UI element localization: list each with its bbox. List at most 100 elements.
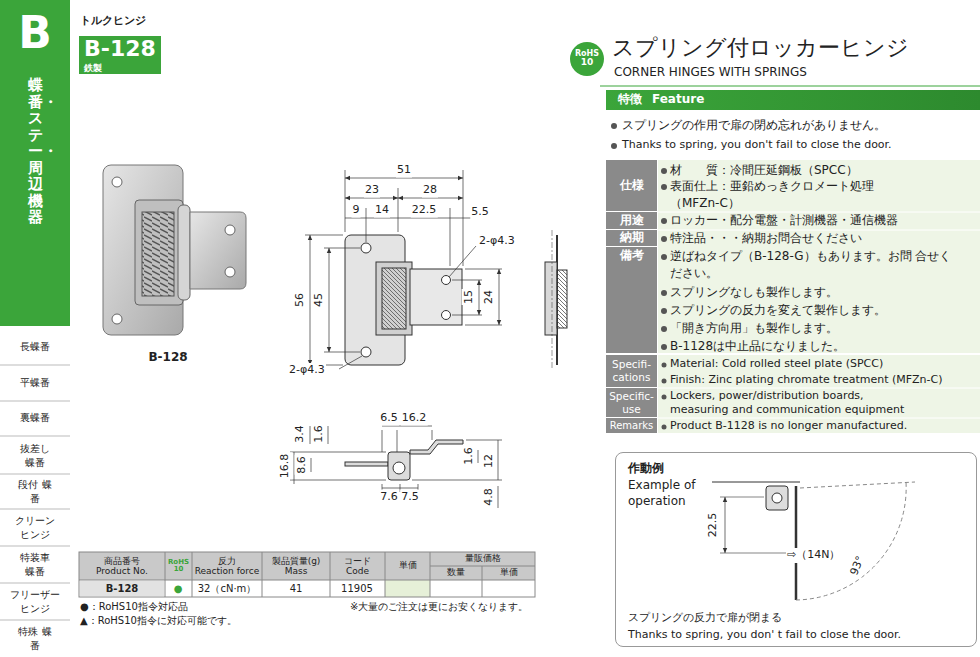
- table-head: 単価: [483, 567, 534, 579]
- dimension: 7.5: [400, 490, 420, 505]
- box-subtext: Thanks to spring, you don' t fail to clo…: [628, 628, 901, 642]
- dimension: 12: [482, 453, 497, 469]
- box-text: 仕様: [620, 178, 644, 194]
- dimension: 4.8: [482, 487, 497, 507]
- table-cell: 11905: [341, 582, 373, 596]
- dimension: 6.5: [379, 411, 399, 426]
- nav-item: 段付 蝶番: [15, 478, 55, 505]
- box-text: B-128: [106, 582, 139, 595]
- spec-head: Specifi- cations: [606, 355, 657, 387]
- box-text: 作動例: [628, 461, 664, 477]
- hinge-photo: [103, 165, 246, 335]
- box-subtext: Code: [346, 566, 369, 576]
- force-arrow: ⇨（14N）: [786, 548, 841, 563]
- box-subtext: スプリングの反力で扉が閉まる: [628, 611, 782, 625]
- box-text: 単価: [399, 560, 417, 572]
- table-head: 製品質量(g)Mass: [263, 553, 329, 579]
- dimension: 1.6: [462, 446, 477, 466]
- box-text: Specifi- cations: [606, 358, 657, 383]
- spec-text: Material: Cold rolled steel plate (SPCC): [670, 357, 883, 372]
- table-cell: 32（cN·m）: [198, 582, 257, 596]
- box-text: Specific- use: [606, 390, 657, 415]
- table-head: 量販価格: [431, 553, 534, 565]
- box-subtext: Reaction force: [195, 566, 260, 576]
- box-subtext: Product No.: [96, 566, 148, 576]
- box-text: Remarks: [610, 419, 654, 432]
- dimension: 16.8: [278, 453, 293, 480]
- dimension: 16.2: [401, 411, 428, 426]
- box-subtext: 10: [581, 58, 594, 67]
- dimension: 24: [482, 289, 497, 305]
- dimension: 56: [293, 292, 308, 308]
- spec-head: 備考: [606, 247, 657, 353]
- spec-text: スプリングの反力を変えて製作します。: [670, 302, 886, 318]
- dimension: 45: [312, 292, 327, 308]
- table-head: 数量: [431, 567, 481, 579]
- table-head: 商品番号Product No.: [80, 553, 164, 579]
- box-text: コード: [344, 556, 371, 566]
- box-text: B: [18, 4, 52, 61]
- dimension: 7.6: [379, 490, 399, 505]
- subtitle: CORNER HINGES WITH SPRINGS: [614, 64, 807, 80]
- spec-text: 逆ばねタイプ（B-128-G）もあります。お問 合せください。: [670, 248, 960, 282]
- table-head: 単価: [386, 553, 429, 579]
- dimension: 22.5: [411, 203, 438, 218]
- table-head: 反力Reaction force: [193, 553, 261, 579]
- box-text: RoHS: [168, 559, 189, 566]
- table-cell: 41: [290, 582, 303, 596]
- box-text: 単価: [500, 567, 518, 579]
- spec-head: Remarks: [606, 418, 657, 433]
- box-text: RoHS: [575, 50, 599, 58]
- box-text: 量販価格: [465, 553, 501, 565]
- nav-item: 長蝶番: [2, 340, 68, 354]
- feature-band: 特徴 Feature: [606, 90, 980, 110]
- spec-text: 特注品・・・納期お問合せください: [670, 230, 862, 246]
- spec-head: 納期: [606, 230, 657, 246]
- box-subtext: 10: [174, 566, 184, 573]
- box-text: 納期: [620, 230, 644, 246]
- box-text: 特徴: [618, 92, 642, 108]
- box-text: 商品番号: [104, 556, 140, 566]
- spec-text: Lockers, power/distribution boards, meas…: [670, 389, 920, 418]
- nav-item: クリーン ヒンジ: [10, 514, 60, 541]
- feature-text: Thanks to spring, you don't fail to clos…: [622, 138, 892, 153]
- nav-item: 特装車 蝶番: [15, 551, 55, 578]
- spec-head: 仕様: [606, 160, 657, 211]
- dimension: 2-φ4.3: [288, 363, 326, 378]
- nav-item: 裏蝶番: [2, 411, 68, 425]
- dimension: 28: [422, 183, 438, 198]
- box-text: 反力: [218, 556, 236, 566]
- spec-head: 用途: [606, 212, 657, 229]
- angle: 93°: [847, 553, 869, 578]
- dimension: 1.6: [312, 424, 327, 444]
- dimension: 15: [462, 289, 477, 305]
- nav-item: 特殊 蝶番: [15, 625, 55, 652]
- box-subtext: 蝶番・ステー・周辺機器: [28, 77, 43, 226]
- box-subtext: Feature: [652, 92, 704, 108]
- dimension: 22.5: [706, 512, 721, 539]
- spec-text: Finish: Zinc plating chromate treatment …: [670, 373, 943, 388]
- feature-text: スプリングの作用で扉の閉め忘れがありません。: [622, 117, 886, 133]
- spec-text: ロッカー・配分電盤・計測機器・通信機器: [670, 212, 898, 228]
- dimension: 51: [396, 163, 412, 178]
- spec-text: スプリングなしも製作します。: [670, 284, 838, 300]
- spec-head: Specific- use: [606, 388, 657, 417]
- note: ※大量のご注文は更にお安くなります。: [350, 600, 528, 614]
- nav-item: 抜差し 蝶番: [15, 442, 55, 469]
- spec-text: B-1128は中止品になりました。: [670, 338, 845, 354]
- dimension: 23: [364, 183, 380, 198]
- box-text: B-128: [84, 36, 156, 63]
- box-subtext: Example of operation: [628, 478, 728, 509]
- spec-text: 表面仕上：亜鉛めっきクロメート処理 （MFZn-C）: [670, 178, 885, 212]
- dimension: 8.6: [295, 455, 310, 475]
- box-text: 備考: [620, 248, 644, 264]
- nav-item: 平蝶番: [2, 376, 68, 390]
- page-title: スプリング付ロッカーヒンジ: [612, 33, 909, 63]
- table-cell: ●: [174, 582, 183, 596]
- box-text: 製品質量(g): [272, 556, 321, 566]
- category: トルクヒンジ: [80, 14, 146, 29]
- dimension: 5.5: [470, 205, 490, 220]
- box-subtext: 鉄製: [84, 63, 102, 74]
- product-tab: B-128鉄製: [79, 36, 161, 74]
